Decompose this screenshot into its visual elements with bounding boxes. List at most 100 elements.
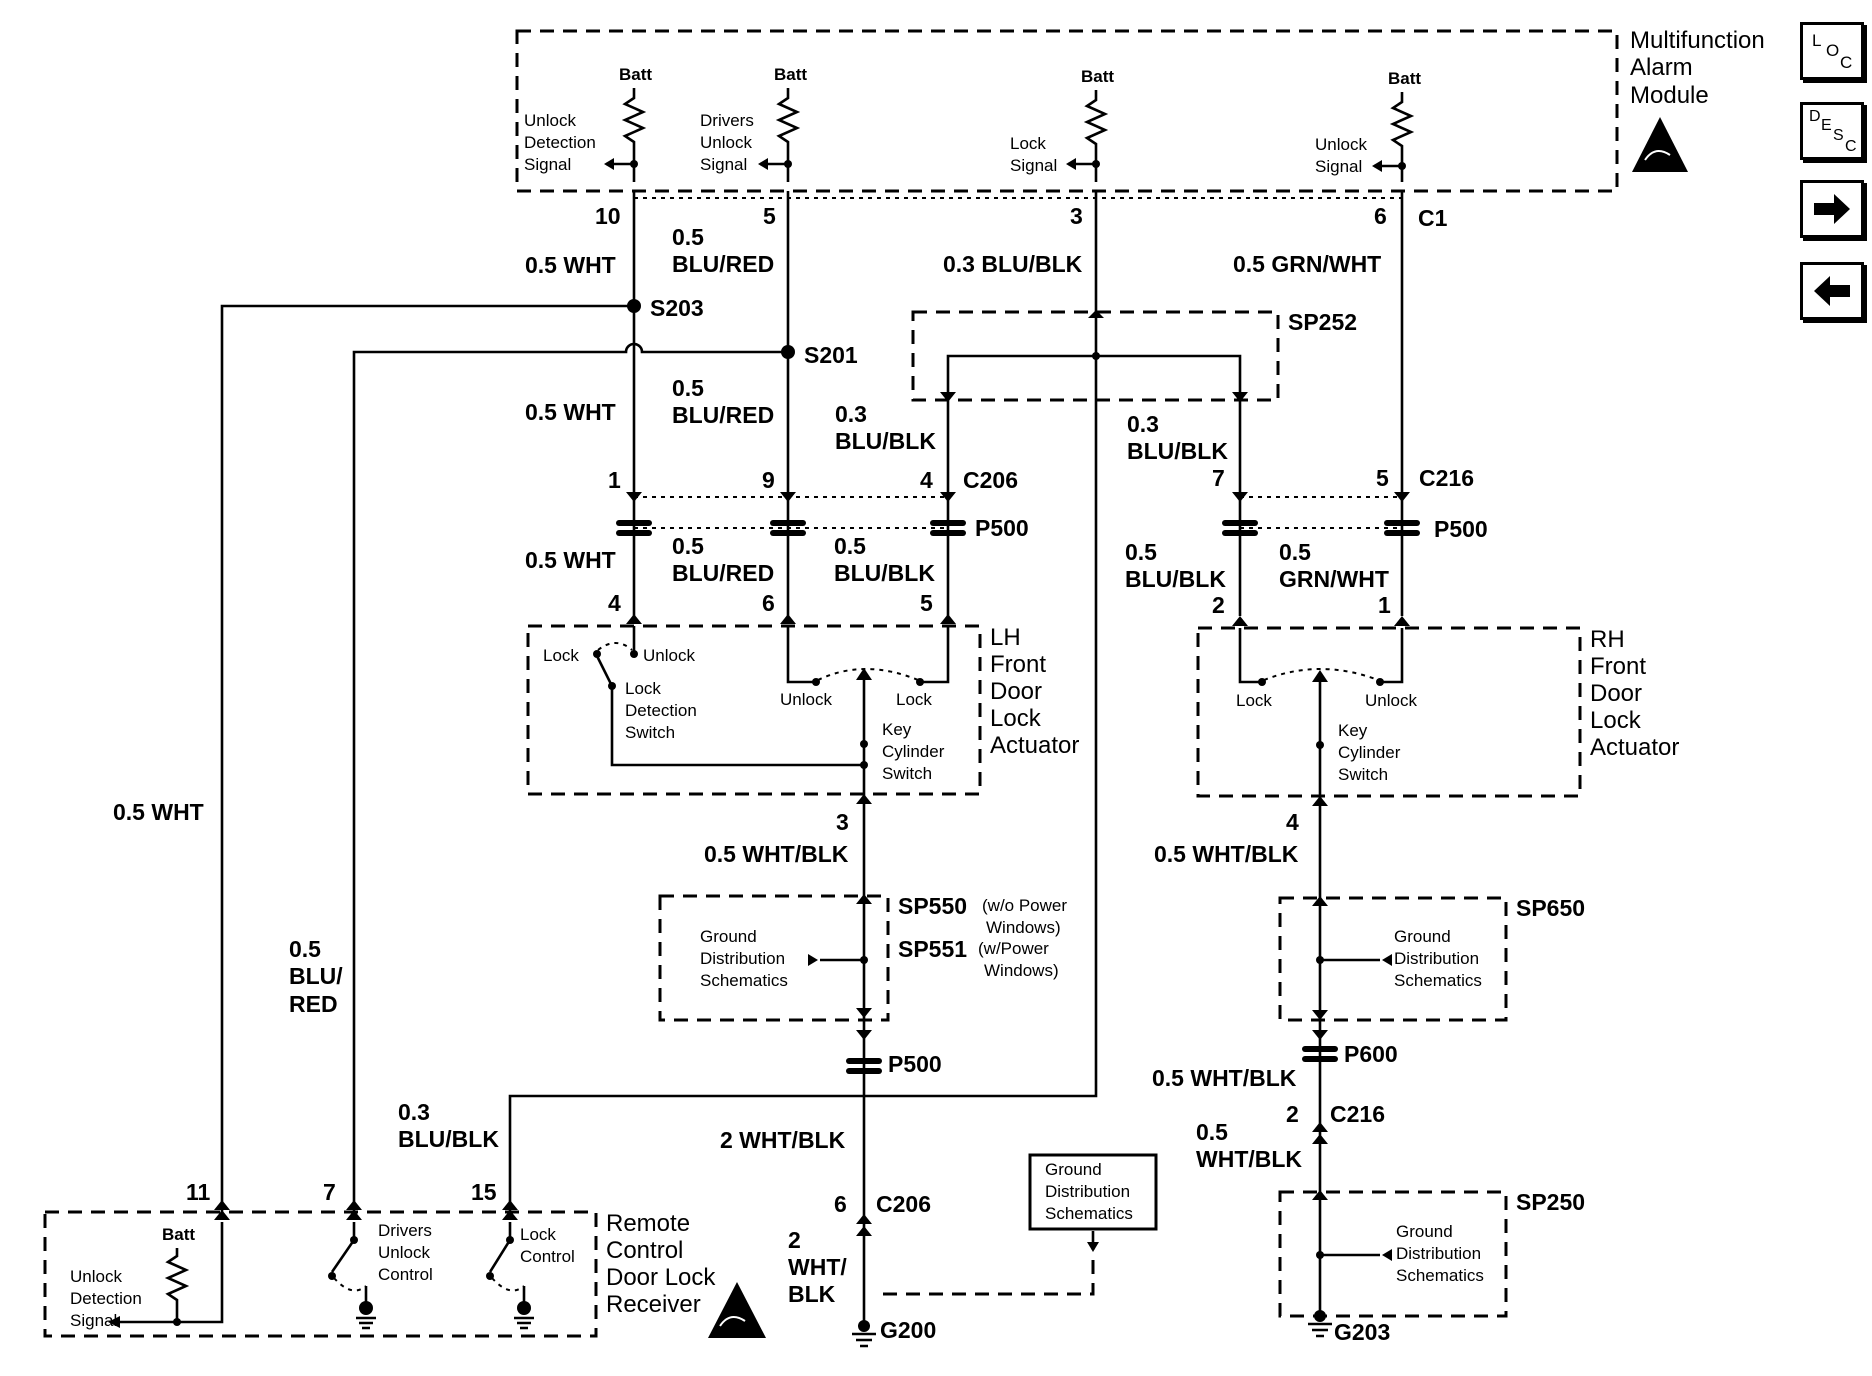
diagram-label: Distribution	[700, 949, 785, 968]
arrow-right-icon	[1814, 194, 1850, 224]
diagram-label: C206	[876, 1191, 931, 1217]
diagram-label: Unlock	[70, 1267, 122, 1286]
diagram-label: Signal	[524, 155, 571, 174]
diagram-label: 0.5	[672, 224, 704, 250]
next-page-button[interactable]	[1800, 180, 1864, 238]
diagram-label: 4	[920, 467, 933, 493]
diagram-label: Drivers	[378, 1221, 432, 1240]
nav-letter: S	[1833, 127, 1844, 144]
diagram-label: SP550	[898, 893, 967, 919]
diagram-label: 0.3 BLU/BLK	[943, 251, 1083, 277]
diagram-label: Front	[1590, 653, 1646, 680]
diagram-label: 1	[1378, 592, 1391, 618]
diagram-label: Lock	[543, 646, 579, 665]
diagram-label: 2 WHT/BLK	[720, 1127, 846, 1153]
splice-pack-sp250: Ground Distribution Schematics	[1278, 1190, 1508, 1318]
diagram-label: 1	[608, 467, 621, 493]
diagram-label: Key	[1338, 721, 1368, 740]
diagram-label: 3	[836, 809, 849, 835]
diagram-label: Receiver	[606, 1291, 701, 1318]
module-label: Alarm	[1630, 54, 1693, 81]
diagram-label: 0.3	[1127, 411, 1159, 437]
diagram-label: Lock	[1236, 691, 1272, 710]
previous-page-button[interactable]	[1800, 262, 1864, 320]
diagram-label: 2	[1212, 592, 1225, 618]
description-button[interactable]: D E S C	[1800, 102, 1864, 160]
diagram-label: 0.5 WHT/BLK	[1152, 1065, 1297, 1091]
diagram-label: 7	[323, 1179, 336, 1205]
diagram-label: Lock	[1590, 707, 1642, 734]
diagram-label: 0.5 WHT	[525, 252, 616, 278]
diagram-label: Detection	[625, 701, 697, 720]
diagram-label: Ground	[1045, 1160, 1102, 1179]
diagram-label: Cylinder	[882, 742, 945, 761]
diagram-label: Lock	[1010, 134, 1046, 153]
arrow-left-icon	[1814, 276, 1850, 306]
diagram-label: Unlock	[643, 646, 695, 665]
multifunction-alarm-module: Multifunction Alarm Module Batt Batt Bat…	[515, 27, 1765, 193]
diagram-label: Schematics	[1394, 971, 1482, 990]
diagram-label: Door Lock	[606, 1264, 716, 1291]
diagram-label: Switch	[625, 723, 675, 742]
diagram-label: Signal	[70, 1311, 117, 1330]
diagram-label: Unlock	[780, 690, 832, 709]
nav-letter: E	[1821, 117, 1832, 134]
diagram-label: 5	[763, 203, 776, 229]
ground-symbol-g200	[852, 1320, 876, 1348]
diagram-label: Windows)	[986, 918, 1061, 937]
nav-letter: O	[1826, 41, 1839, 60]
nav-letter: D	[1809, 108, 1821, 125]
inline-connector-p600	[1302, 1046, 1338, 1062]
pullup-resistor: Batt	[758, 65, 807, 182]
diagram-label: 4	[1286, 809, 1299, 835]
diagram-label: SP551	[898, 936, 967, 962]
pullup-resistor: Batt	[1372, 69, 1421, 182]
diagram-label: 6	[834, 1191, 847, 1217]
diagram-label: P500	[1434, 516, 1488, 542]
diagram-label: Ground	[1396, 1222, 1453, 1241]
diagram-label: 0.5	[1196, 1119, 1228, 1145]
diagram-label: Actuator	[1590, 734, 1679, 761]
inline-connector-p500	[846, 1058, 882, 1074]
diagram-label: 0.5	[834, 533, 866, 559]
diagram-label: Schematics	[1045, 1204, 1133, 1223]
diagram-label: BLK	[788, 1281, 836, 1307]
diagram-label: Unlock	[700, 133, 752, 152]
diagram-label: 2	[1286, 1101, 1299, 1127]
diagram-label: G200	[880, 1317, 936, 1343]
diagram-label: Key	[882, 720, 912, 739]
diagram-label: 0.3	[398, 1099, 430, 1125]
remote-control-door-lock-receiver: Remote Control Door Lock Receiver Batt U…	[43, 1200, 766, 1338]
diagram-label: 0.5 WHT	[525, 547, 616, 573]
module-label: Multifunction	[1630, 27, 1765, 54]
diagram-label: C216	[1419, 465, 1474, 491]
diagram-label: RED	[289, 991, 338, 1017]
diagram-label: 0.5	[289, 936, 321, 962]
diagram-label: Schematics	[1396, 1266, 1484, 1285]
diagram-label: GRN/WHT	[1279, 566, 1389, 592]
diagram-label: BLU/RED	[672, 560, 774, 586]
diagram-label: G203	[1334, 1319, 1390, 1345]
diagram-label: 0.3	[835, 401, 867, 427]
diagram-label: Signal	[700, 155, 747, 174]
diagram-label: SP250	[1516, 1189, 1585, 1215]
diagram-label: Windows)	[984, 961, 1059, 980]
diagram-label: Actuator	[990, 732, 1079, 759]
diagram-label: BLU/RED	[672, 402, 774, 428]
ground-distribution-reference: Ground Distribution Schematics	[874, 1153, 1158, 1296]
diagram-label: C216	[1330, 1101, 1385, 1127]
diagram-label: Switch	[1338, 765, 1388, 784]
diagram-label: 10	[595, 203, 621, 229]
diagram-label: 11	[186, 1179, 211, 1205]
diagram-label: 4	[608, 590, 621, 616]
diagram-label: C206	[963, 467, 1018, 493]
diagram-label: BLU/BLK	[1125, 566, 1226, 592]
diagram-label: Control	[606, 1237, 683, 1264]
diagram-label: SP650	[1516, 895, 1585, 921]
diagram-label: BLU/BLK	[398, 1126, 499, 1152]
diagram-label: 6	[1374, 203, 1387, 229]
diagram-label: 0.5	[672, 375, 704, 401]
diagram-label: Signal	[1010, 156, 1057, 175]
location-button[interactable]: L O C	[1800, 22, 1864, 80]
